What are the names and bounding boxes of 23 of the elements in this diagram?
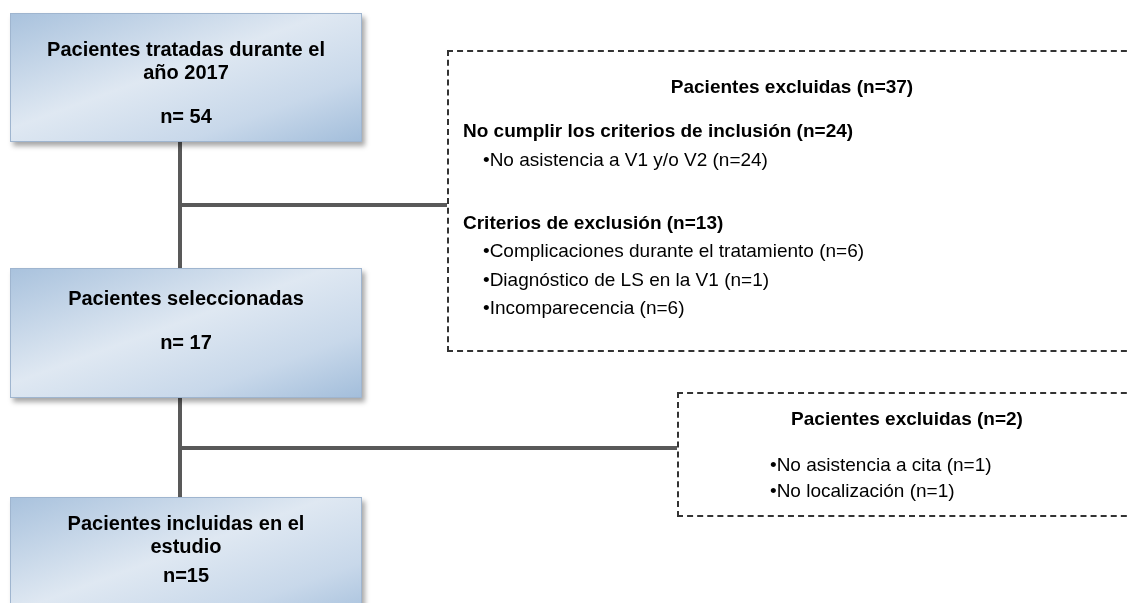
exclusion-box	[447, 50, 1128, 352]
patient-count: n= 17	[159, 331, 213, 354]
flow-box	[10, 268, 362, 398]
bullet-item: •Diagnóstico de LS en la V1 (n=1)	[483, 269, 770, 291]
bullet-item: •No asistencia a cita (n=1)	[770, 454, 992, 476]
bullet-item: •Complicaciones durante el tratamiento (n=6)	[483, 240, 865, 262]
excluded-heading: Pacientes excluidas (n=2)	[791, 408, 1023, 430]
connector-line	[178, 142, 447, 207]
exclusion-box	[677, 392, 1128, 517]
section-heading: No cumplir los criterios de inclusión (n=24)	[463, 120, 854, 142]
connector-line	[178, 398, 677, 450]
box-heading: Pacientes seleccionadas	[67, 287, 305, 310]
flow-box	[10, 497, 362, 603]
section-heading: Criterios de exclusión (n=13)	[463, 212, 724, 234]
excluded-heading: Pacientes excluidas (n=37)	[670, 76, 914, 98]
flow-box	[10, 13, 362, 142]
bullet-item: •No asistencia a V1 y/o V2 (n=24)	[483, 149, 768, 171]
box-heading: Pacientes tratadas durante el año 2017	[46, 38, 326, 84]
box-heading: Pacientes incluidas en el estudio	[66, 512, 306, 558]
patient-count: n=15	[161, 564, 211, 587]
bullet-item: •Incomparecencia (n=6)	[483, 297, 685, 319]
bullet-item: •No localización (n=1)	[770, 480, 955, 502]
patient-count: n= 54	[159, 105, 213, 128]
